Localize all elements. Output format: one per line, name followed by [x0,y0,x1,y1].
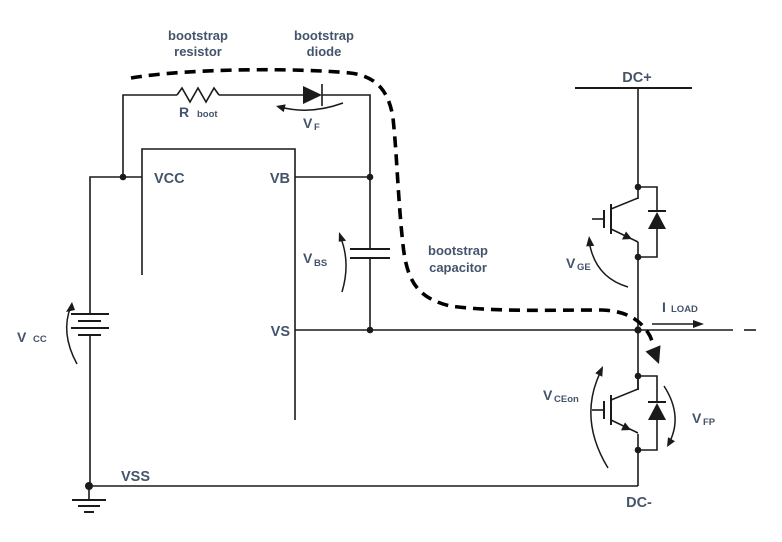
vf-arc [279,102,344,111]
r-boot-main: R [179,104,189,120]
label-vceon: V CEon [543,387,579,405]
vbs-arc [339,235,347,293]
label-bootstrap-capacitor-line2: capacitor [429,260,487,275]
vge-arc [588,239,629,288]
vge-arrowhead-icon [586,236,595,247]
iload-main: I [662,299,666,315]
pin-label-vcc: VCC [154,171,185,187]
vceon-main: V [543,387,553,403]
vceon-sub: CEon [554,394,579,405]
vbs-main: V [303,250,313,266]
label-bootstrap-capacitor-line1: bootstrap [428,243,488,258]
r-boot-sub: boot [197,109,218,120]
label-vf: V F [303,115,320,133]
vf-main: V [303,115,313,131]
pin-label-vss: VSS [121,469,150,485]
junction-dot [634,183,642,191]
dashed-charge-path [130,67,656,347]
label-vbs: V BS [303,250,327,269]
vge-main: V [566,255,576,271]
vfp-main: V [692,410,702,426]
rail-label-dc-minus: DC- [626,495,652,511]
junction-dot [85,482,93,490]
label-vcc-source: V CC [17,329,47,346]
label-r-boot: R boot [179,104,218,121]
vcc-source-sub: CC [33,334,47,345]
iload-arrow [652,320,704,328]
vf-sub: F [314,122,320,133]
vfp-arrowhead-icon [667,437,675,447]
junction-dot [634,372,642,380]
vceon-arrowhead-icon [595,366,603,377]
vge-sub: GE [577,262,591,273]
label-iload: I LOAD [662,299,698,316]
iload-arrowhead-icon [693,320,704,328]
freewheel-diode-high [648,212,666,229]
vbs-arrowhead-icon [338,232,347,242]
junction-dot [634,446,642,454]
collector-slant [610,388,639,401]
freewheel-branch [638,375,658,451]
vf-arrowhead-icon [276,104,286,113]
label-vge: V GE [566,255,591,273]
vfp-sub: FP [703,417,716,428]
battery-symbol [71,313,109,336]
junction-dot [366,173,374,181]
low-side-igbt [592,375,666,451]
collector-slant [610,197,639,210]
vbs-sub: BS [314,258,327,269]
charge-path-arrowhead-icon [645,345,661,364]
label-vfp: V FP [692,410,716,428]
junction-dot [634,253,642,261]
bootstrap-capacitor-symbol [350,248,390,259]
label-bootstrap-diode-line1: bootstrap [294,28,354,43]
emitter-arrow [622,231,632,240]
rail-label-dc-plus: DC+ [622,70,651,86]
vcc-arrowhead-icon [66,302,75,312]
vcc-supply-wire [89,176,638,487]
vf-arrow [276,102,344,113]
vcc-arrow [65,302,78,365]
top-loop-wire [122,94,371,177]
pin-label-vb: VB [270,171,290,187]
resistor-symbol [176,86,220,104]
label-bootstrap-resistor-line2: resistor [174,44,222,59]
driver-ic-box [141,148,296,420]
vceon-arc [590,368,609,469]
vge-arrow [586,236,629,288]
bootstrap-diode-symbol [303,86,322,104]
pin-label-vs: VS [271,324,291,340]
vbs-arrow [338,232,347,293]
freewheel-branch [638,186,658,258]
vfp-arrow [663,385,676,447]
junction-dot [119,173,127,181]
emitter-arrow [621,422,631,431]
label-bootstrap-resistor-line1: bootstrap [168,28,228,43]
label-bootstrap-diode-line2: diode [307,44,342,59]
high-side-igbt [592,186,666,258]
junction-dot [634,326,642,334]
vfp-arc [663,385,676,446]
vcc-source-main: V [17,329,27,345]
vceon-arrow [590,366,609,469]
iload-sub: LOAD [671,304,698,315]
junction-dots [85,173,642,490]
freewheel-diode-low [648,403,666,420]
junction-dot [366,326,374,334]
